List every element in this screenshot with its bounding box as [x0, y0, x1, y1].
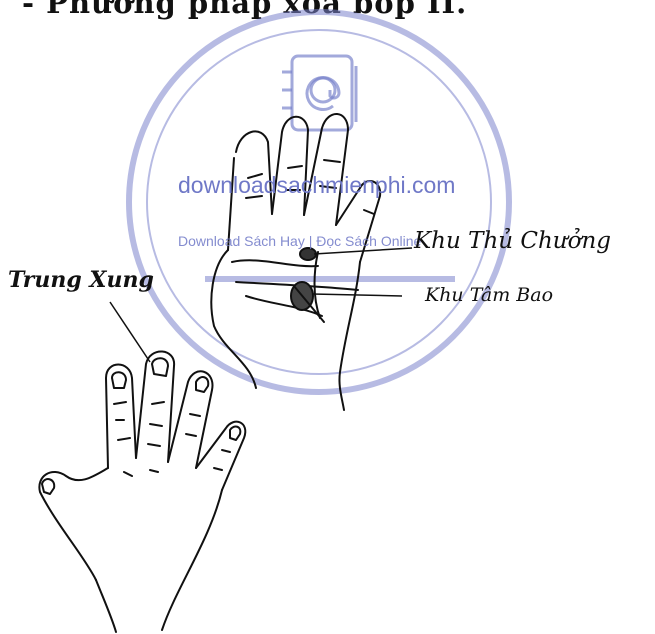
label-khu-thu-chuong: Khu Thủ Chưởng	[414, 228, 611, 254]
label-trung-xung: Trung Xung	[8, 267, 154, 293]
watermark-bar	[205, 276, 455, 282]
leader-lines	[110, 248, 412, 362]
upper-hand	[211, 114, 380, 410]
watermark-seal	[129, 12, 509, 392]
watermark-domain: downloadsachmienphi.com	[178, 172, 455, 199]
lower-hand	[39, 351, 245, 632]
watermark-tagline: Download Sách Hay | Đọc Sách Online	[178, 233, 421, 249]
label-khu-tam-bao: Khu Tâm Bao	[425, 284, 553, 306]
